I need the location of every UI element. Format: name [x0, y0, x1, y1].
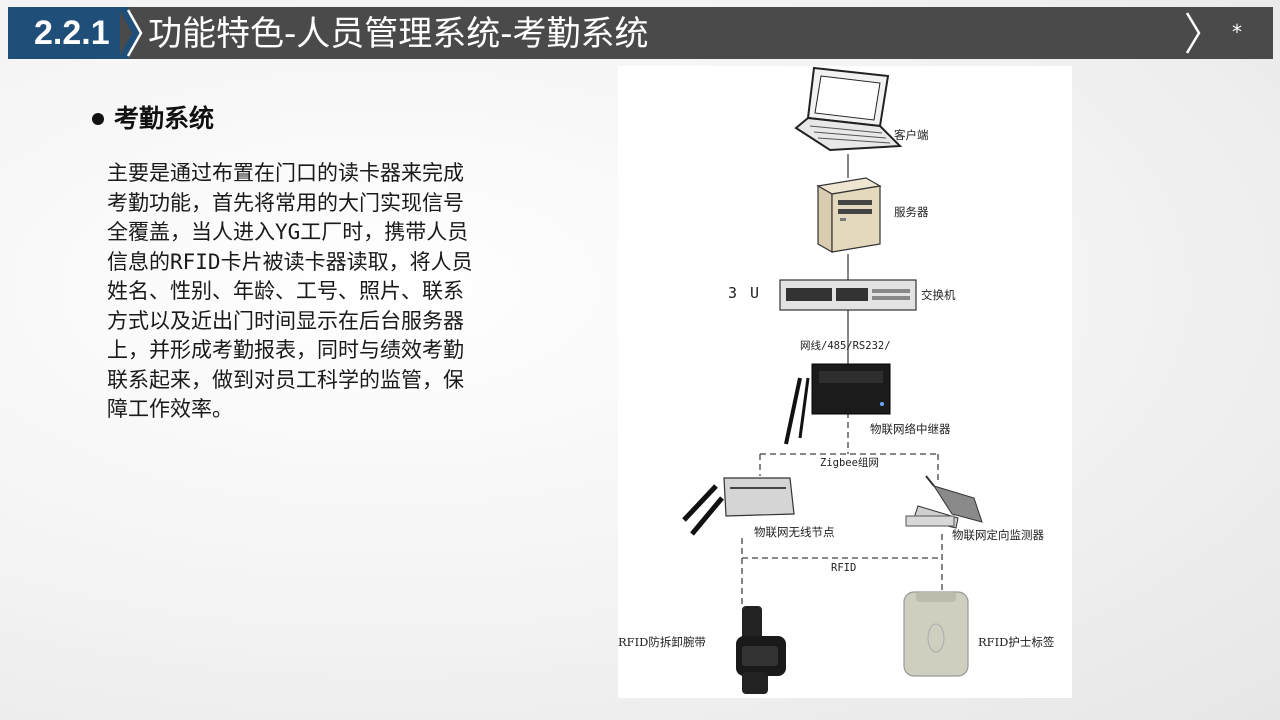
label-server: 服务器 — [894, 205, 929, 219]
label-zigbee: Zigbee组网 — [820, 457, 879, 469]
wristband-icon — [736, 606, 786, 694]
system-diagram: 客户端 服务器 3 U 交换机 网线/485/RS232/ 物联网络中继器 Zi… — [618, 66, 1072, 698]
label-wireless-node: 物联网无线节点 — [754, 525, 835, 539]
switch-icon — [779, 279, 917, 311]
diagram-graphics — [682, 66, 983, 694]
laptop-icon — [794, 66, 903, 152]
label-link-switch-relay: 网线/485/RS232/ — [800, 340, 891, 352]
server-icon — [816, 177, 882, 254]
bullet-title: 考勤系统 — [114, 104, 215, 133]
body-paragraph: 主要是通过布置在门口的读卡器来完成考勤功能，首先将常用的大门实现信号全覆盖，当人… — [107, 161, 473, 421]
label-wristband: RFID防拆卸腕带 — [618, 635, 706, 649]
label-rfid-link: RFID — [831, 562, 857, 574]
label-rack-unit: 3 U — [728, 284, 762, 302]
label-relay: 物联网络中继器 — [870, 422, 951, 436]
section-number: 2.2.1 — [8, 7, 120, 59]
title-bar — [8, 7, 1273, 59]
label-client: 客户端 — [894, 128, 929, 142]
chevron-right-icon — [118, 7, 143, 59]
nurse-tag-icon — [903, 591, 969, 677]
label-switch: 交换机 — [921, 288, 956, 302]
label-monitor: 物联网定向监测器 — [952, 528, 1044, 542]
monitor-camera-icon — [905, 475, 983, 529]
chevron-right-icon — [1185, 12, 1201, 54]
relay-icon — [784, 363, 891, 445]
bullet-dot-icon — [92, 113, 104, 125]
label-nurse-tag: RFID护士标签 — [978, 635, 1055, 649]
wireless-node-icon — [682, 477, 795, 536]
page-title: 功能特色-人员管理系统-考勤系统 — [148, 14, 649, 54]
page-mark: * — [1232, 20, 1242, 44]
